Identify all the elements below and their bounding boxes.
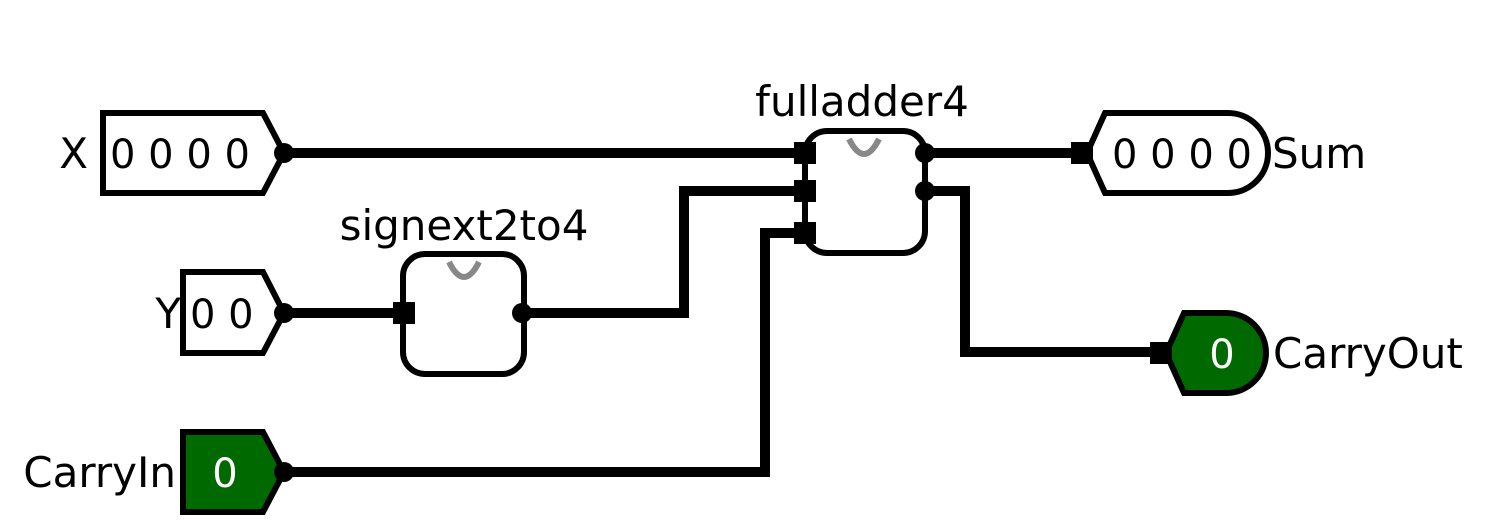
component-fulladder-body[interactable]	[802, 128, 928, 256]
wires	[284, 148, 1160, 477]
component-signext-notch	[446, 260, 482, 280]
output-pin-sum-port	[1071, 142, 1093, 164]
input-pin-y-body[interactable]	[180, 269, 288, 356]
wire-adder-to-carryout	[925, 186, 1160, 357]
component-fulladder-port-sum	[915, 143, 935, 163]
input-pin-x-port	[274, 143, 294, 163]
component-signext[interactable]: signext2to4	[340, 201, 589, 377]
input-pin-y-port	[274, 303, 294, 323]
output-pin-carryout-value: 0	[1209, 332, 1234, 378]
wire-carryin-to-adder	[284, 228, 805, 477]
input-pin-x[interactable]: X 0 0 0 0	[59, 110, 294, 196]
output-pin-carryout-label: CarryOut	[1273, 329, 1463, 378]
input-pin-x-body[interactable]	[100, 110, 288, 196]
component-signext-label: signext2to4	[340, 201, 589, 250]
output-pin-sum-label: Sum	[1272, 129, 1366, 178]
input-pin-y-label: Y	[154, 289, 181, 338]
component-fulladder-port-cin	[794, 222, 816, 244]
component-signext-body[interactable]	[400, 251, 527, 377]
component-fulladder[interactable]: fulladder4	[755, 77, 969, 256]
component-fulladder-label: fulladder4	[755, 77, 969, 126]
input-pin-x-label: X	[59, 129, 88, 178]
output-pin-carryout[interactable]: 0 CarryOut	[1150, 310, 1463, 396]
component-signext-input-port	[393, 302, 415, 324]
input-pin-y-value: 0 0	[190, 292, 254, 338]
input-pin-carryin-value: 0	[212, 451, 237, 497]
input-pin-carryin[interactable]: CarryIn 0	[23, 429, 294, 515]
output-pin-sum[interactable]: 0 0 0 0 Sum	[1071, 110, 1366, 196]
component-fulladder-port-a	[794, 142, 816, 164]
output-pin-sum-body[interactable]	[1083, 110, 1271, 196]
input-pin-carryin-body[interactable]	[180, 429, 288, 515]
input-pin-carryin-port	[274, 462, 294, 482]
component-signext-output-port	[512, 303, 532, 323]
component-fulladder-port-b	[794, 180, 816, 202]
input-pin-y[interactable]: Y 0 0	[154, 269, 294, 356]
input-pin-x-value: 0 0 0 0	[110, 132, 250, 178]
component-fulladder-port-cout	[915, 181, 935, 201]
output-pin-carryout-port	[1150, 342, 1172, 364]
input-pin-carryin-label: CarryIn	[23, 448, 176, 497]
output-pin-carryout-body[interactable]	[1162, 310, 1269, 396]
wire-signext-to-adder	[522, 186, 805, 318]
output-pin-sum-value: 0 0 0 0	[1112, 132, 1252, 178]
component-fulladder-notch	[846, 137, 882, 157]
